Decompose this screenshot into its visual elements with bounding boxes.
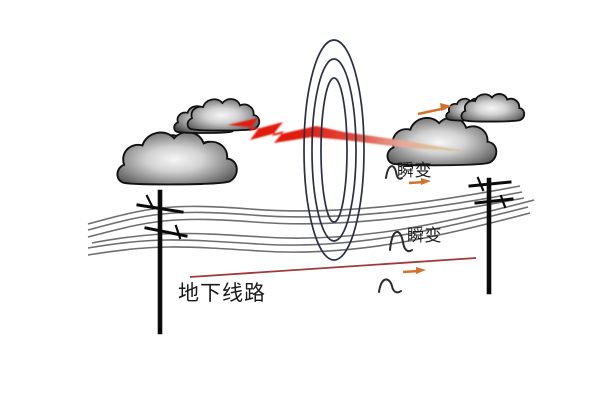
- label-transient-upper: 瞬变: [397, 161, 432, 181]
- utility-pole-icon-left: [136, 189, 188, 335]
- wave-squiggle-icon-middle: [389, 231, 413, 253]
- pole-crossarm-lower: [474, 197, 514, 205]
- pole-brace-upper: [476, 176, 485, 192]
- power-line: [87, 191, 523, 231]
- pole-brace-lower: [499, 194, 507, 209]
- arrow-right-icon-transient-upper: [408, 178, 431, 185]
- utility-pole-icon-right: [468, 176, 514, 295]
- arrow-right-icon-cloud: [417, 103, 452, 116]
- pole-crossarm-upper: [136, 203, 184, 214]
- pole-crossarm-upper: [468, 180, 512, 188]
- power-line-group-lower: [87, 199, 535, 256]
- label-transient-lower: 瞬变: [407, 226, 442, 246]
- power-line: [87, 197, 525, 238]
- label-underground-line: 地下线路: [178, 281, 266, 305]
- underground-line: [189, 257, 477, 278]
- power-line: [87, 212, 531, 256]
- power-line-group-upper: [87, 185, 525, 238]
- pole-brace-lower: [174, 224, 182, 240]
- arrow-right-icon-underground: [402, 267, 426, 274]
- field-ellipse-icon-middle: [311, 58, 357, 242]
- lightning-bolt-shape: [228, 118, 470, 152]
- power-line: [87, 206, 529, 249]
- power-line: [91, 199, 535, 244]
- power-line: [87, 185, 521, 225]
- lightning-bolt-icon: [228, 118, 470, 152]
- field-ellipse-icon-outer: [303, 39, 365, 261]
- pole-brace-upper: [145, 194, 155, 210]
- wave-squiggle-icon-upper: [385, 165, 403, 180]
- wave-squiggle-icon-lower: [378, 278, 402, 294]
- field-ellipse-icon-inner: [320, 77, 348, 223]
